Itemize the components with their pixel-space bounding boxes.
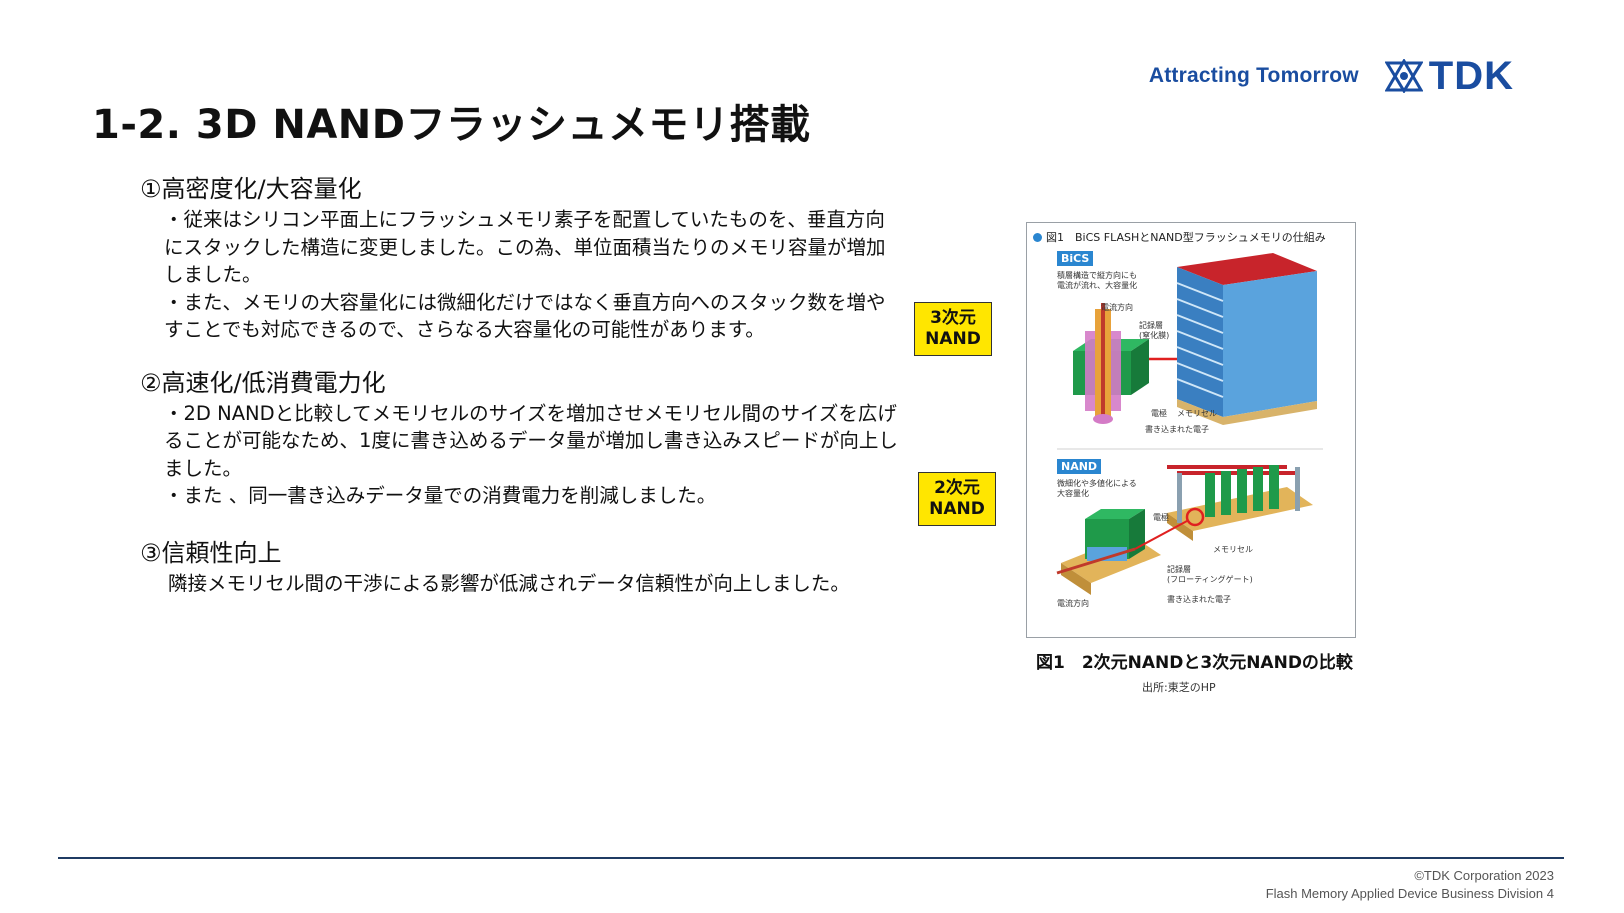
tdk-emblem-icon xyxy=(1384,59,1423,93)
label-3d-nand: 3次元 NAND xyxy=(914,302,992,356)
nand-note: 微細化や多値化による 大容量化 xyxy=(1057,479,1137,499)
bics-cell-icon xyxy=(1073,303,1149,424)
nand-note-line: 大容量化 xyxy=(1057,489,1089,498)
label-line: 記録層 xyxy=(1167,565,1191,574)
bullet-dot-icon xyxy=(1033,232,1042,242)
paragraph: ・従来はシリコン平面上にフラッシュメモリ素子を配置していたものを、垂直方向にスタ… xyxy=(164,208,886,286)
label-electron-2d: 書き込まれた電子 xyxy=(1167,595,1231,604)
label-electrode-3d: 電極 xyxy=(1151,409,1167,418)
nand-diagram-illustration xyxy=(1056,253,1323,595)
footer-divider xyxy=(58,857,1564,859)
nand-array-icon xyxy=(1134,465,1313,550)
section-density: ①高密度化/大容量化 ・従来はシリコン平面上にフラッシュメモリ素子を配置していた… xyxy=(140,174,900,344)
label-2d-line2: NAND xyxy=(929,499,985,519)
figure-inner-title: 図1 BiCS FLASHとNAND型フラッシュメモリの仕組み xyxy=(1033,229,1326,245)
figure-inner-title-text: 図1 BiCS FLASHとNAND型フラッシュメモリの仕組み xyxy=(1046,231,1326,244)
nand-cell-icon xyxy=(1056,509,1161,595)
nand-note-line: 微細化や多値化による xyxy=(1057,479,1137,488)
copyright: ©TDK Corporation 2023 xyxy=(1414,868,1554,883)
label-electron-3d: 書き込まれた電子 xyxy=(1145,425,1209,434)
figure-caption: 図1 2次元NANDと3次元NANDの比較 xyxy=(1036,653,1353,673)
section-speed-power: ②高速化/低消費電力化 ・2D NANDと比較してメモリセルのサイズを増加させメ… xyxy=(140,368,900,510)
content-body: ①高密度化/大容量化 ・従来はシリコン平面上にフラッシュメモリ素子を配置していた… xyxy=(140,174,900,617)
page-title: 1-2. 3D NANDフラッシュメモリ搭載 xyxy=(92,102,811,148)
bics-note: 積層構造で縦方向にも 電流が流れ、大容量化 xyxy=(1057,271,1137,291)
nand-comparison-figure: 図1 BiCS FLASHとNAND型フラッシュメモリの仕組み BiCS 積層構… xyxy=(914,222,1372,695)
section-heading: ②高速化/低消費電力化 xyxy=(140,368,386,397)
footer: ©TDK Corporation 2023 Flash Memory Appli… xyxy=(1266,867,1554,903)
tagline: Attracting Tomorrow xyxy=(1148,64,1359,87)
label-electrode-2d: 電極 xyxy=(1153,513,1169,522)
label-memory-cell-2d: メモリセル xyxy=(1213,545,1253,554)
paragraph: 隣接メモリセル間の干渉による影響が低減されデータ信頼性が向上しました。 xyxy=(168,571,850,595)
label-3d-line1: 3次元 xyxy=(930,308,976,328)
label-current-3d: 電流方向 xyxy=(1101,303,1133,312)
bics-note-line: 積層構造で縦方向にも xyxy=(1057,271,1137,280)
label-current-2d: 電流方向 xyxy=(1057,599,1089,608)
section-heading: ①高密度化/大容量化 xyxy=(140,175,362,203)
label-2d-line1: 2次元 xyxy=(934,478,980,498)
section-reliability: ③信頼性向上 隣接メモリセル間の干渉による影響が低減されデータ信頼性が向上しまし… xyxy=(140,538,900,598)
label-recording-3d: 記録層 (窒化膜) xyxy=(1139,321,1169,341)
label-line: 記録層 xyxy=(1139,321,1163,330)
paragraph: ・2D NANDと比較してメモリセルのサイズを増加させメモリセル間のサイズを広げ… xyxy=(164,401,898,480)
bics-stack-icon xyxy=(1176,253,1317,425)
label-memory-cell-3d: メモリセル xyxy=(1177,409,1217,418)
bics-note-line: 電流が流れ、大容量化 xyxy=(1057,281,1138,290)
paragraph: ・また、メモリの大容量化には微細化だけではなく垂直方向へのスタック数を増やすこと… xyxy=(164,290,886,342)
label-recording-2d: 記録層 (フローティングゲート) xyxy=(1167,565,1253,585)
nand-tag: NAND xyxy=(1057,459,1102,474)
bics-tag: BiCS xyxy=(1057,251,1094,266)
label-3d-line2: NAND xyxy=(925,329,981,349)
tdk-logo: TDK xyxy=(1384,54,1514,98)
label-line: (窒化膜) xyxy=(1139,331,1170,340)
section-heading: ③信頼性向上 xyxy=(140,538,282,567)
logo-text: TDK xyxy=(1428,54,1514,98)
label-line: (フローティングゲート) xyxy=(1167,575,1253,584)
label-2d-nand: 2次元 NAND xyxy=(918,472,996,526)
figure-source: 出所:東芝のHP xyxy=(1142,681,1216,694)
brand-header: Attracting Tomorrow TDK xyxy=(1149,56,1514,96)
paragraph: ・また 、同一書き込みデータ量での消費電力を削減しました。 xyxy=(164,484,717,507)
division-page: Flash Memory Applied Device Business Div… xyxy=(1265,886,1554,901)
figure-image: 図1 BiCS FLASHとNAND型フラッシュメモリの仕組み BiCS 積層構… xyxy=(1026,222,1356,638)
